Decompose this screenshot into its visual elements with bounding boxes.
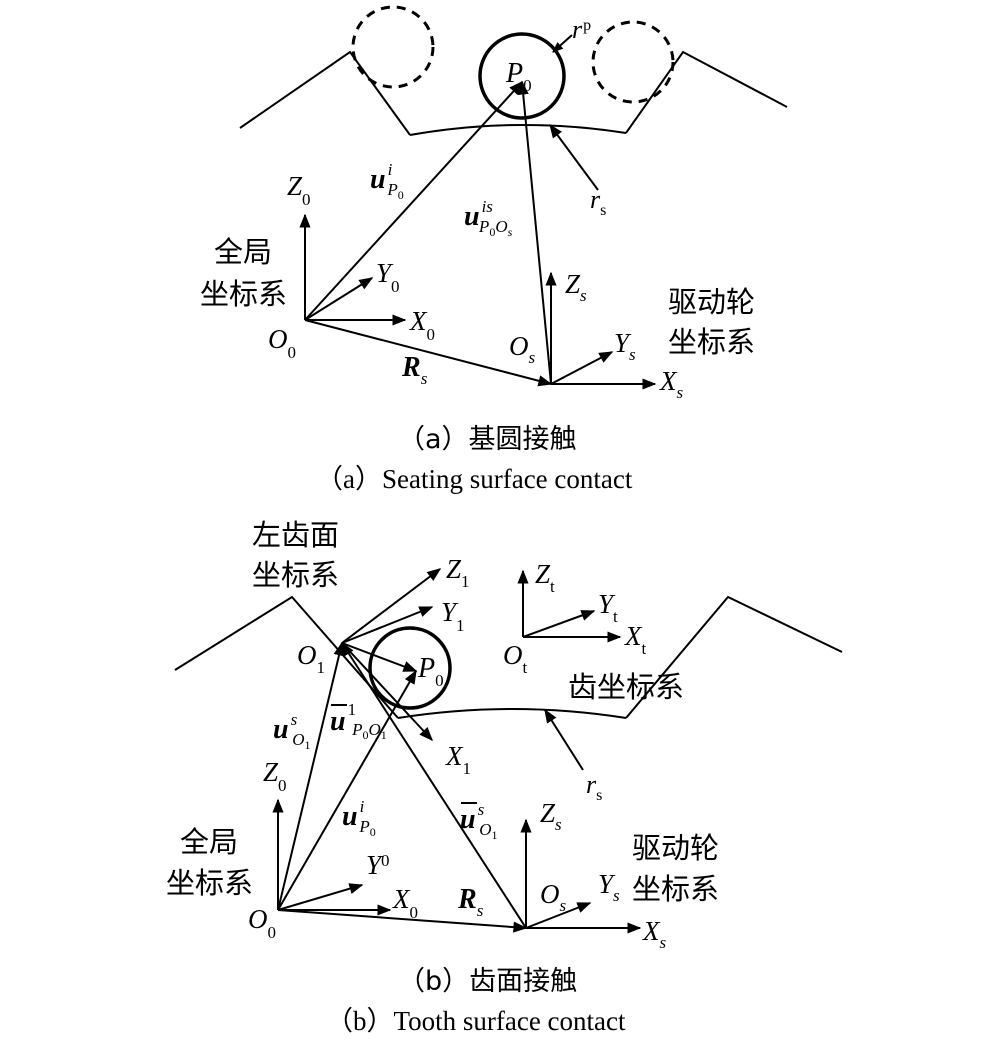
- x1-label-b: X1: [445, 741, 471, 778]
- yt-label-b: Yt: [598, 589, 618, 626]
- y1-label-b: Y1: [441, 597, 465, 635]
- tooth-cs-label: 齿坐标系: [568, 670, 684, 704]
- dashed-roller-right-a: [591, 20, 675, 104]
- drive-cs-label-a-2: 坐标系: [668, 325, 755, 359]
- vector-u-p0-i-a: [304, 80, 523, 321]
- ys-axis-a: [550, 351, 614, 385]
- drive-cs-label-a-1: 驱动轮: [668, 285, 755, 319]
- p0-label-a: P0: [505, 58, 532, 95]
- rs-vector-label-b: Rs: [457, 884, 484, 920]
- seating-arc-b: [397, 708, 627, 719]
- rs-label-a: rs: [590, 185, 606, 219]
- rs-vector-label-a: Rs: [401, 352, 428, 388]
- sprocket-profile-a-right: [625, 50, 788, 134]
- ot-label-b: Ot: [503, 640, 528, 677]
- zs-label-b: Zs: [540, 798, 562, 834]
- caption-b-en: （b）Tooth surface contact: [326, 1006, 626, 1036]
- o1-label-b: O1: [297, 640, 325, 677]
- xt-label-b: Xt: [624, 621, 647, 658]
- xs-label-a: Xs: [659, 366, 684, 402]
- z1-axis-b: [341, 568, 442, 644]
- zt-label-b: Zt: [535, 559, 555, 596]
- vector-ubar-p0o1-b: [341, 642, 418, 672]
- y0-label-b: Y0: [366, 850, 390, 880]
- z0-label-a: Z0: [287, 171, 311, 209]
- dashed-roller-left-a: [351, 5, 435, 89]
- o0-label-a: O0: [268, 324, 296, 362]
- vector-rs-b: [277, 909, 528, 933]
- rs-label-b: rs: [586, 770, 602, 804]
- os-label-a: Os: [509, 331, 536, 367]
- vector-u-p0os-is-a: [517, 80, 552, 385]
- o0-label-b: O0: [248, 904, 276, 942]
- y0-label-a: Y0: [376, 258, 400, 296]
- y0-axis-a: [304, 277, 374, 321]
- ys-axis-b: [525, 902, 592, 929]
- left-flank-cs-label-2: 坐标系: [252, 558, 339, 592]
- sprocket-profile-a: [239, 50, 411, 136]
- global-cs-label-b-2: 坐标系: [166, 866, 253, 900]
- z0-label-b: Z0: [263, 757, 287, 795]
- global-cs-label-a-1: 全局: [214, 235, 272, 269]
- vector-u-p0-i-b: [277, 669, 417, 911]
- yt-axis-b: [522, 610, 596, 638]
- global-cs-label-a-2: 坐标系: [200, 277, 287, 311]
- vector-rs-a: [304, 319, 553, 387]
- xs-label-b: Xs: [642, 916, 667, 952]
- caption-b-cn: （b）齿面接触: [398, 966, 577, 997]
- left-flank-cs-label-1: 左齿面: [252, 518, 339, 552]
- roller-p0-b: [368, 626, 452, 710]
- seating-arc-a: [409, 123, 627, 136]
- caption-a-en: （a）Seating surface contact: [316, 464, 633, 494]
- y1-axis-b: [341, 606, 434, 644]
- vector-u-o1-s-b: [277, 641, 345, 911]
- vector-ubar-o1-s-b: [341, 641, 527, 929]
- global-cs-label-b-1: 全局: [180, 825, 238, 859]
- sprocket-profile-b-right: [625, 595, 843, 719]
- ys-label-a: Ys: [614, 328, 636, 364]
- rs-arrow-b: [544, 708, 584, 771]
- x0-label-b: X0: [392, 884, 418, 922]
- ys-label-b: Ys: [598, 869, 620, 905]
- x1-axis-b: [341, 642, 433, 742]
- panel-b: Z1 Y1 X1 O1 左齿面 坐标系 Zt Yt Xt Ot 齿坐标系 P0 …: [166, 518, 843, 1036]
- drive-cs-label-b-2: 坐标系: [632, 872, 719, 906]
- sprocket-profile-b-left: [174, 595, 399, 719]
- rp-label: rp: [572, 15, 591, 44]
- rs-arrow-a: [549, 123, 599, 191]
- y0-axis-b: [277, 883, 364, 911]
- z1-label-b: Z1: [446, 554, 470, 591]
- p0-label-b: P0: [417, 653, 444, 690]
- drive-cs-label-b-1: 驱动轮: [632, 831, 719, 865]
- x0-label-a: X0: [409, 306, 435, 344]
- rp-arrow: [552, 34, 573, 53]
- roller-p0-a: [478, 32, 566, 120]
- os-label-b: Os: [540, 879, 567, 915]
- zs-label-a: Zs: [565, 269, 587, 305]
- caption-a-cn: （a）基圆接触: [398, 424, 577, 455]
